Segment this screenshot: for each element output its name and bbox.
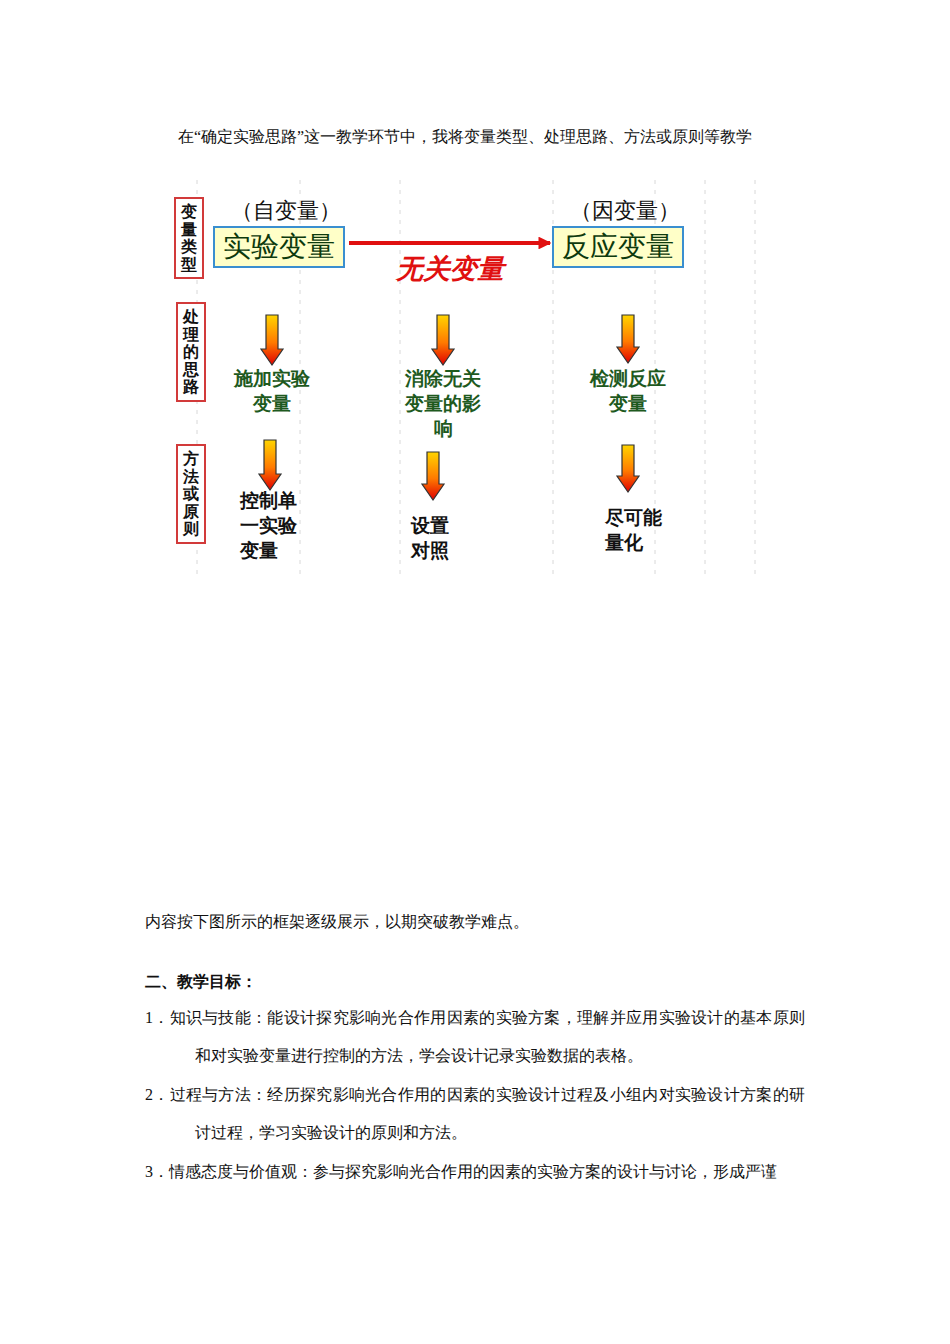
down-arrow [259,440,281,490]
paragraph-text: 在“确定实验思路”这一教学环节中，我将变量类型、处理思路、方法或原则等教学 [178,118,752,156]
method-text: 尽可能量化 [605,505,667,555]
down-arrow [617,315,639,363]
section-heading: 二、教学目标： [145,972,257,993]
objective-item: 3．情感态度与价值观：参与探究影响光合作用的因素的实验方案的设计与讨论，形成严谨 [145,1153,805,1191]
box-text: 实验变量 [223,230,335,264]
edge-label: 无关变量 [396,251,504,287]
dotted-line [705,180,706,580]
row-label: 方法或原则 [176,444,206,544]
step-text: 检测反应变量 [588,366,668,416]
down-arrow [432,315,454,365]
down-arrow [617,445,639,492]
objective-item: 1．知识与技能：能设计探究影响光合作用因素的实验方案，理解并应用实验设计的基本原… [145,999,805,1075]
row-label: 处理的思路 [176,302,206,402]
dotted-line [400,180,401,580]
method-text: 设置对照 [411,513,453,563]
row-label-text: 处理的思路 [183,308,199,396]
method-text: 控制单一实验变量 [240,488,302,563]
box-heading: （自变量） [213,196,345,226]
down-arrow [261,315,283,365]
step-text: 消除无关变量的影响 [403,366,483,441]
step-text: 施加实验变量 [232,366,312,416]
variable-box: （自变量） 实验变量 [213,196,345,268]
objective-item: 2．过程与方法：经历探究影响光合作用的因素的实验设计过程及小组内对实验设计方案的… [145,1076,805,1152]
box-heading: （因变量） [552,196,684,226]
row-label: 变量类型 [174,197,204,279]
variable-box: （因变量） 反应变量 [552,196,684,268]
down-arrows [259,315,639,500]
down-arrow [422,452,444,500]
paragraph-text: 内容按下图所示的框架逐级展示，以期突破教学难点。 [145,903,529,941]
box-frame: 实验变量 [213,226,345,268]
grid-lines [197,180,755,580]
box-frame: 反应变量 [552,226,684,268]
connector-arrow [349,241,550,245]
row-label-text: 变量类型 [181,203,197,273]
box-text: 反应变量 [562,230,674,264]
dotted-line [755,180,756,580]
row-label-text: 方法或原则 [183,450,199,538]
